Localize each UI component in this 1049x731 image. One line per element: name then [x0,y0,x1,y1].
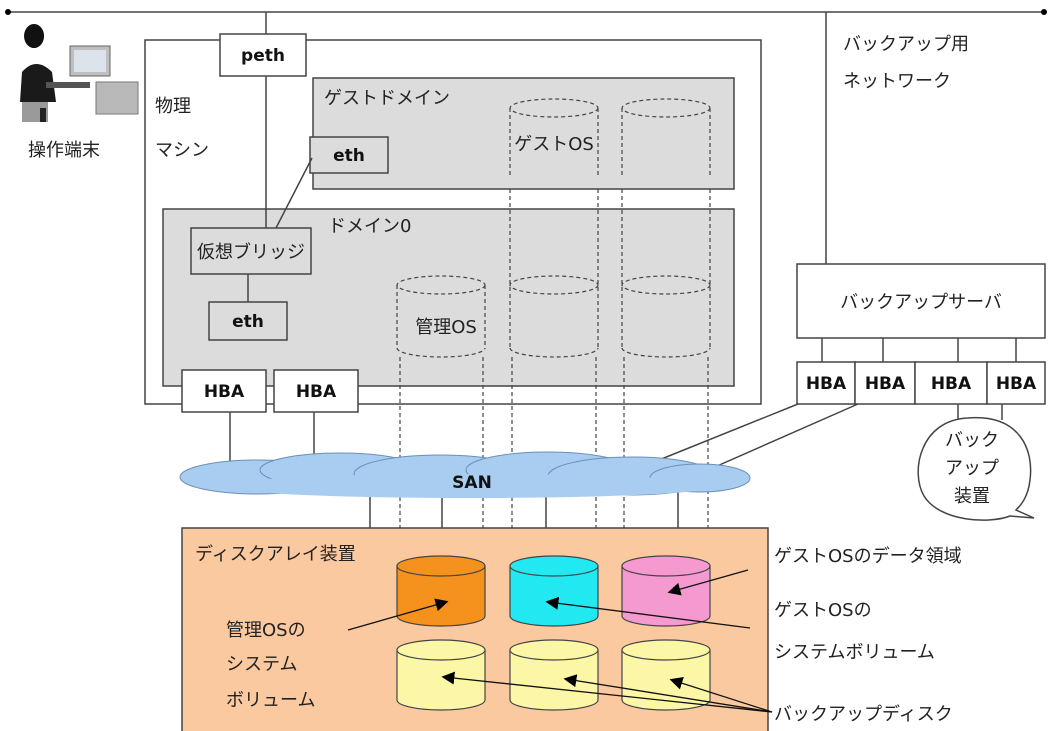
backup-hba-1-label: HBA [806,374,847,394]
backup-hba-links [821,338,1017,362]
backup-network-label-1: バックアップ用 [843,34,969,55]
disk-mgmt-sys [396,555,486,627]
virtual-bridge-box [190,227,312,275]
disk-array-label: ディスクアレイ装置 [195,544,356,565]
backup-device-bubble [917,417,1035,521]
network-endpoint-right [1041,9,1047,15]
backup-disk-3 [621,639,711,711]
guest-os-label: ゲストOS [514,134,594,155]
guest-eth-box [309,136,389,174]
backup-device-links [957,404,1003,420]
backup-device-line2: アップ [945,458,999,479]
backup-hba-3 [914,361,988,405]
guest-eth-label: eth [333,146,365,166]
san-cloud [179,451,751,498]
backup-server-box [796,263,1046,339]
mgmt-sys-label-3: ボリューム [226,690,315,711]
backup-hba-4-label: HBA [996,374,1037,394]
backup-hba-4 [986,361,1046,405]
mgmt-sys-label-2: システム [226,654,297,675]
physical-machine-label-2: マシン [155,140,209,161]
network-line [8,11,1044,264]
disk-guest-sys [509,555,599,627]
guest-sys-label-1: ゲストOSの [774,600,872,621]
backup-network-label-2: ネットワーク [843,71,951,92]
virtual-disks [396,98,711,565]
terminal-icon [20,24,139,122]
backup-disk-1 [396,639,486,711]
domain0-label: ドメイン0 [328,216,411,237]
internal-links [247,76,313,302]
backup-hba-2-label: HBA [865,374,906,394]
backup-hba-3-label: HBA [931,374,972,394]
backup-device-line1: バック [945,430,999,451]
san-label: SAN [452,473,492,493]
machine-hba-2-label: HBA [296,382,337,402]
guest-domain-label: ゲストドメイン [324,88,450,109]
physical-machine-label-1: 物理 [155,96,191,117]
mgmt-sys-label-1: 管理OSの [226,620,306,641]
peth-label: peth [241,46,285,66]
disk-guest-data [621,555,711,627]
backup-disk-label: バックアップディスク [774,704,953,725]
terminal-label: 操作端末 [28,140,100,161]
callout-arrows [347,569,773,713]
dom0-eth-label: eth [232,312,264,332]
machine-hba-1 [181,369,267,413]
backup-device-line3: 装置 [954,486,990,507]
guest-data-label: ゲストOSのデータ領域 [774,546,962,567]
machine-hba-2 [273,369,359,413]
backup-server-label: バックアップサーバ [840,292,1002,313]
guest-sys-label-2: システムボリューム [774,642,935,663]
dom0-eth-box [208,301,288,341]
machine-hba-1-label: HBA [204,382,245,402]
backup-disk-2 [509,639,599,711]
virtual-bridge-label: 仮想ブリッジ [197,241,305,263]
mgmt-os-label: 管理OS [415,317,477,338]
peth-box [219,33,307,77]
backup-hba-2 [854,361,916,405]
network-endpoint-left [5,9,11,15]
backup-hba-1 [796,361,856,405]
